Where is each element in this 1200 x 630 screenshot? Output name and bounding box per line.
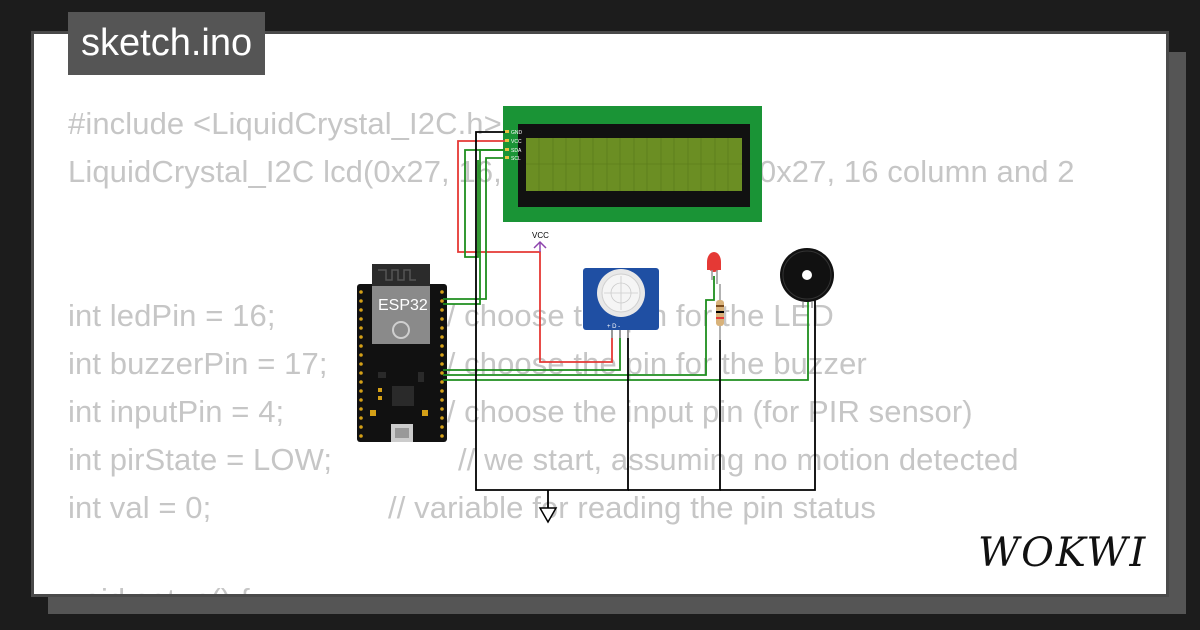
code-comment: // choose the pin for the LED [438, 298, 834, 333]
code-comment: // choose the input pin (for PIR sensor) [438, 394, 973, 429]
code-line-pirstate: int pirState = LOW; // we start, assumin… [68, 442, 1166, 482]
pir-pins-label: + D - [607, 324, 620, 330]
code-comment: // we start, assuming no motion detected [458, 442, 1019, 477]
vcc-label: VCC [532, 231, 549, 240]
esp32-label: ESP32 [378, 297, 428, 314]
code-line-val: int val = 0; // variable for reading the… [68, 490, 1166, 530]
resistor [716, 284, 724, 340]
code-statement: int pirState = LOW; [68, 442, 333, 477]
lcd-pin-gnd: GND [511, 130, 523, 136]
lcd-pin-vcc: VCC [511, 139, 522, 145]
code-line-include: #include <LiquidCrystal_I2C.h> [68, 106, 502, 141]
code-line-ledpin: int ledPin = 16; // choose the pin for t… [68, 298, 1166, 338]
ground-symbol [538, 507, 558, 524]
led [707, 252, 721, 284]
buzzer [780, 248, 834, 308]
code-statement: int buzzerPin = 17; [68, 346, 328, 381]
vcc-symbol: VCC [532, 231, 549, 252]
code-line-setup: void setup() { [68, 582, 250, 594]
code-statement: int val = 0; [68, 490, 212, 525]
file-title-badge: sketch.ino [68, 12, 266, 75]
lcd-pin-scl: SCL [511, 156, 521, 162]
wokwi-logo-text: WOKWI [978, 530, 1147, 576]
pir-sensor: + D - [583, 268, 659, 338]
lcd-pin-sda: SDA [511, 148, 522, 154]
code-statement: int ledPin = 16; [68, 298, 276, 333]
lcd-display: GND VCC SDA SCL [503, 106, 762, 222]
code-statement: int inputPin = 4; [68, 394, 285, 429]
code-line-inputpin: int inputPin = 4; // choose the input pi… [68, 394, 1166, 434]
wokwi-logo: WOKWI [978, 530, 1147, 576]
esp32-board: ESP32 [357, 264, 447, 442]
